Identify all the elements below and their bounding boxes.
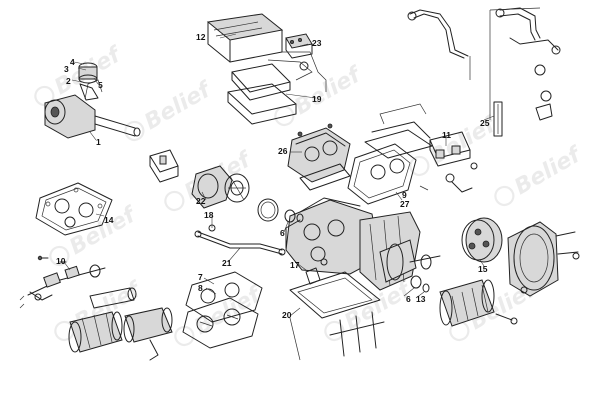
part-end-cover: [507, 221, 580, 297]
part-7-8-valve-plates: [182, 271, 263, 349]
callout-3: 3: [64, 64, 69, 74]
callout-8: 8: [198, 283, 203, 293]
callout-7: 7: [198, 272, 203, 282]
watermark-logo-icon: [409, 155, 430, 177]
watermark-logo-icon: [174, 325, 195, 347]
callout-2: 2: [66, 76, 71, 86]
watermark-logo-icon: [324, 320, 345, 342]
callout-19: 19: [312, 94, 322, 104]
part-26-cylinder-head: [287, 123, 351, 191]
callout-22: 22: [196, 196, 206, 206]
watermark-logo-icon: [124, 120, 145, 142]
callout-14: 14: [104, 215, 114, 225]
part-23-terminal-block: [285, 33, 313, 59]
watermark-text: Belief: [291, 62, 367, 120]
part-1-shaft-housing: [44, 79, 141, 139]
watermark-logo-icon: [274, 105, 295, 127]
part-11-solenoid-group: [419, 131, 478, 193]
part-27-cylinder-head-right: [347, 103, 433, 205]
watermark-text: Belief: [141, 77, 217, 135]
callout-13: 13: [416, 294, 426, 304]
watermark: Belief: [324, 277, 417, 342]
part-10-rod-assembly: [27, 255, 106, 301]
callout-1: 1: [96, 137, 101, 147]
part-lower-cylinder: [19, 287, 173, 361]
part-20-base-plate: [289, 271, 385, 361]
watermark-text: Belief: [426, 112, 502, 170]
callout-26: 26: [278, 146, 288, 156]
watermark: Belief: [174, 282, 267, 347]
callout-10: 10: [56, 256, 66, 266]
part-17-fitting: [305, 258, 328, 285]
callout-23: 23: [312, 38, 322, 48]
callout-27: 27: [400, 199, 410, 209]
part-13-oil-filter: [439, 279, 518, 327]
part-motor-stator: [379, 239, 441, 283]
callout-20: 20: [282, 310, 292, 320]
callout-17: 17: [290, 260, 300, 270]
part-21-oil-line: [194, 224, 286, 256]
callout-9: 9: [402, 190, 407, 200]
part-19-electric-box: [227, 51, 327, 125]
part-6-seal-ring: [284, 209, 304, 223]
callout-21: 21: [222, 258, 232, 268]
watermark-logo-icon: [494, 185, 515, 207]
leader-lines: [63, 33, 495, 317]
callout-25: 25: [480, 118, 490, 128]
callout-6-right: 6: [406, 294, 411, 304]
part-6-13-seals: [410, 275, 430, 293]
callout-6-left: 6: [280, 228, 285, 238]
watermark-text: Belief: [66, 202, 142, 260]
part-15-cover-disc: [461, 217, 503, 263]
watermark-text: Belief: [511, 142, 587, 200]
callout-11: 11: [442, 130, 451, 140]
part-rotor-bearing: [224, 173, 279, 222]
part-pipe-assembly: [407, 7, 561, 121]
callout-4: 4: [70, 57, 75, 67]
part-2-5-valve-cap: [78, 62, 99, 101]
callout-18: 18: [204, 210, 214, 220]
part-25-sight-glass: [493, 101, 503, 137]
part-14-gasket: [35, 182, 113, 236]
watermark: Belief: [494, 142, 587, 207]
callout-5: 5: [98, 80, 103, 90]
watermark-logo-icon: [164, 190, 185, 212]
watermark-logo-icon: [49, 245, 70, 267]
callout-12: 12: [196, 32, 206, 42]
part-22-oil-pump: [149, 149, 233, 209]
callout-15: 15: [478, 264, 488, 274]
part-12-top-plate: [206, 13, 284, 63]
callout-labels: 1 2 3 4 5 6 6 7 8 9 10 11 12 13 14 15 17…: [56, 32, 490, 320]
watermark-layer: Belief Belief Belief Belief Belief Belie…: [34, 42, 587, 347]
